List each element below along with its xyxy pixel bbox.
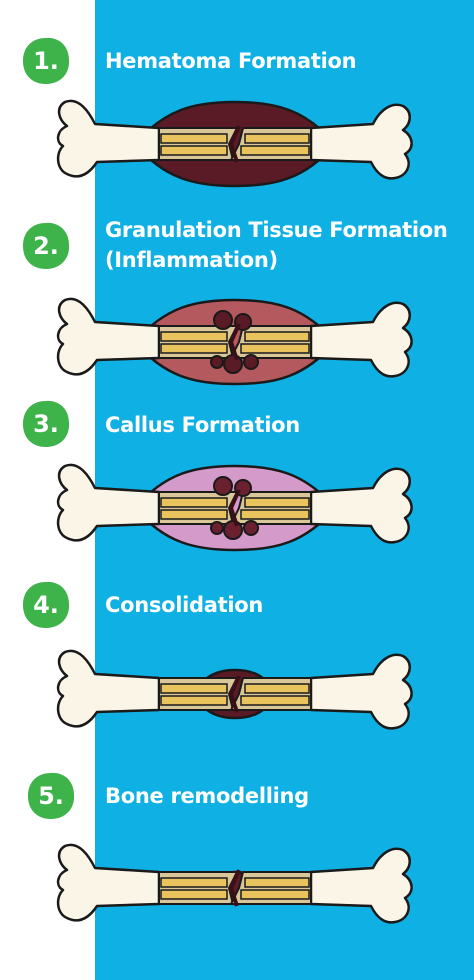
marrow-left: [160, 683, 228, 694]
marrow-left: [160, 497, 228, 508]
bone-right-end: [309, 301, 413, 378]
clot-blob: [223, 520, 243, 540]
bone-right-end: [309, 103, 413, 180]
bone-left-end: [56, 463, 161, 542]
bone-illustration: [56, 99, 413, 188]
stage-title: Hematoma Formation: [105, 49, 357, 73]
bone-left-end: [56, 297, 161, 376]
step-badge: 5.: [27, 772, 75, 820]
clot-blob: [213, 476, 233, 496]
marrow-left: [160, 889, 228, 900]
step-badge: 2.: [22, 222, 70, 270]
fracture-line: [228, 869, 241, 907]
step-number: 2.: [33, 232, 59, 260]
stage-title: Callus Formation: [105, 413, 300, 437]
bone-right-end: [309, 467, 413, 544]
marrow-right: [240, 889, 310, 900]
step-badge: 1.: [22, 37, 70, 85]
marrow-right: [240, 695, 310, 706]
marrow-right: [244, 133, 310, 144]
marrow-right: [240, 145, 310, 156]
fracture-line: [228, 125, 241, 163]
step-badge: 4.: [22, 581, 70, 629]
marrow-right: [244, 331, 310, 342]
marrow-left: [160, 343, 228, 354]
stage-subtitle: (Inflammation): [105, 248, 278, 272]
step-number: 5.: [38, 782, 64, 810]
clot-blob: [223, 354, 243, 374]
marrow-left: [160, 695, 228, 706]
bone-right-end: [309, 847, 413, 924]
clot-blob: [210, 355, 224, 369]
fracture-line: [228, 323, 241, 361]
fracture-line: [228, 489, 241, 527]
step-number: 4.: [33, 591, 59, 619]
bone-left-end: [56, 99, 161, 178]
marrow-right: [240, 343, 310, 354]
marrow-left: [160, 331, 228, 342]
clot-blob: [210, 521, 224, 535]
bone-right-end: [309, 653, 413, 730]
bone-left-end: [56, 649, 161, 728]
bone-illustration: [56, 649, 413, 730]
stage-title: Bone remodelling: [105, 784, 309, 808]
step-number: 1.: [33, 47, 59, 75]
marrow-right: [244, 877, 310, 888]
clot-blob: [213, 310, 233, 330]
clot-blob: [243, 520, 259, 536]
step-number: 3.: [33, 410, 59, 438]
bone-illustration: [56, 843, 413, 924]
marrow-left: [160, 877, 228, 888]
marrow-right: [240, 509, 310, 520]
bone-illustration: [56, 463, 413, 552]
fracture-line: [228, 675, 241, 713]
bone-illustration: [56, 297, 413, 386]
marrow-left: [160, 133, 228, 144]
marrow-right: [244, 683, 310, 694]
step-badge: 3.: [22, 400, 70, 448]
clot-blob: [243, 354, 259, 370]
marrow-right: [244, 497, 310, 508]
stage-title: Granulation Tissue Formation: [105, 218, 448, 242]
stage-title: Consolidation: [105, 593, 264, 617]
marrow-left: [160, 509, 228, 520]
marrow-left: [160, 145, 228, 156]
bone-left-end: [56, 843, 161, 922]
